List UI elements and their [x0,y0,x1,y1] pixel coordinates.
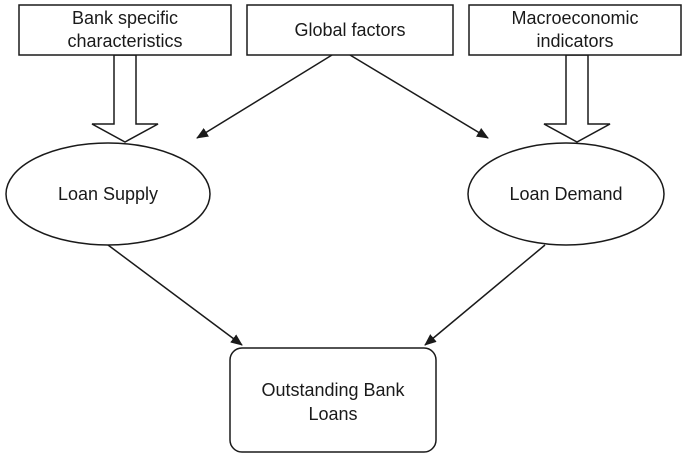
node-loan-demand-label: Loan Demand [509,184,622,204]
arrow-global-to-supply [196,54,333,139]
node-loan-supply-label: Loan Supply [58,184,158,204]
node-outstanding-box [229,347,437,453]
node-global-factors-box [246,4,454,56]
node-loan-demand-ellipse [467,142,665,246]
node-global-factors-label: Global factors [294,20,405,40]
node-macroeconomic-box [468,4,682,56]
node-macroeconomic-label-line2: indicators [536,31,613,51]
arrow-supply-to-outstanding [107,244,243,346]
node-outstanding-label-line1: Outstanding Bank [261,380,405,400]
node-macroeconomic-label-line1: Macroeconomic [511,8,638,28]
arrow-demand-to-outstanding [424,244,546,346]
node-bank-specific-box [18,4,232,56]
node-bank-specific-label-line2: characteristics [67,31,182,51]
block-arrow-macro-to-demand [543,54,611,143]
node-bank-specific-label-line1: Bank specific [72,8,178,28]
node-outstanding-label-line2: Loans [308,404,357,424]
arrow-global-to-demand [349,54,489,139]
node-loan-supply-ellipse [5,142,211,246]
block-arrow-bank-to-supply [91,54,159,143]
